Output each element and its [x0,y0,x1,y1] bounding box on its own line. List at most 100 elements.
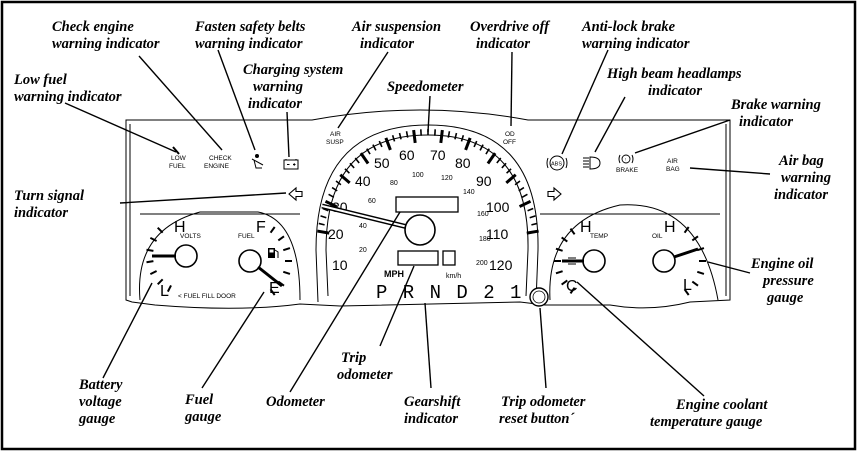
svg-text:indicator: indicator [774,187,828,203]
svg-text:Air suspension: Air suspension [351,19,441,35]
svg-text:Air bag: Air bag [778,153,824,169]
kmh-tick-label: 100 [412,172,424,179]
kmh-tick-label: 120 [441,175,453,182]
battery-gauge-hub [174,244,198,268]
fuel-full-letter: F [256,219,266,236]
kmh-label: km/h [446,273,461,280]
svg-text:High beam headlamps: High beam headlamps [606,66,742,82]
leader-lines [64,49,771,397]
gauge-tick [166,284,172,293]
speedo-tick [486,152,497,165]
callout-turn-signal: Turn signal indicator [14,188,84,221]
fuel-label: FUEL [238,233,255,240]
svg-text:indicator: indicator [739,114,793,130]
speedo-tick [328,193,335,198]
seatbelt-icon [251,154,264,169]
left-gauge-bezel [139,211,301,301]
speedo-tick [514,180,521,186]
right-gauge-ticks [554,226,706,296]
gauge-tick [149,236,158,242]
speedo-tick [526,229,539,235]
od-off-light-line2: OFF [503,139,516,146]
svg-text:Battery: Battery [78,377,123,393]
speedo-tick [372,144,377,151]
svg-text:Gearshift: Gearshift [404,394,461,410]
gauge-tick [555,247,563,252]
svg-text:Turn signal: Turn signal [14,188,84,204]
mph-tick-label: 50 [374,155,390,171]
svg-text:warning indicator: warning indicator [582,36,690,52]
temp-gauge-hub [582,249,606,273]
speedo-tick [318,222,325,226]
speedo-tick [384,137,392,151]
kmh-tick-label: 60 [368,198,376,205]
mph-label: MPH [384,269,404,279]
fuel-gauge-hub [238,249,262,273]
speedo-tick [335,180,342,186]
speedo-tick [398,132,402,140]
battery-high-letter: H [174,219,186,236]
mph-tick-label: 10 [332,257,348,273]
speedo-tick [518,199,532,208]
speedo-tick [344,168,350,174]
oil-gauge-hub [652,249,676,273]
callout-check-engine: Check engine warning indicator [52,19,160,52]
speedometer-ticks [317,129,539,235]
abs-label: ABS [551,162,562,168]
svg-text:Charging system: Charging system [243,62,343,78]
check-engine-light-line1: CHECK [209,155,232,162]
gauge-tick [269,288,276,296]
air-bag-light-line1: AIR [667,158,678,165]
right-gauge-bezel [549,204,719,301]
brake-light-label: BRAKE [616,167,639,174]
gauge-tick [282,247,291,252]
speedo-tick [454,132,458,140]
svg-text:warning: warning [253,79,303,95]
svg-text:!: ! [625,157,626,162]
gauge-tick [569,228,576,235]
gearshift-sequence: P R N D 2 1 [376,282,523,304]
svg-text:gauge: gauge [766,290,804,306]
callout-air-suspension: Air suspension indicator [351,19,441,52]
svg-text:Check engine: Check engine [52,19,134,35]
mph-tick-label: 110 [486,226,509,242]
svg-text:Low fuel: Low fuel [13,72,67,88]
mph-tick-label: 20 [328,226,344,242]
svg-text:Trip odometer: Trip odometer [501,394,586,410]
callout-fuel-gauge: Fuel gauge [184,392,222,425]
speedo-tick [485,148,490,155]
speedo-tick [496,157,502,164]
speedo-tick [391,134,396,142]
air-bag-light-line2: BAG [666,166,680,173]
gauge-tick [696,247,705,252]
gauge-tick [561,236,568,243]
volts-label: VOLTS [180,233,201,240]
svg-text:gauge: gauge [78,411,116,427]
cluster-bezel [125,109,731,309]
svg-text:gauge: gauge [184,409,222,425]
svg-text:Overdrive off: Overdrive off [470,19,551,35]
svg-text:indicator: indicator [476,36,530,52]
callout-trip-odometer: Trip odometer [337,350,393,383]
svg-text:warning indicator: warning indicator [14,89,122,105]
kmh-tick-label: 200 [476,260,488,267]
speedo-tick [317,229,330,235]
oil-high-letter: H [664,219,676,236]
turn-left-arrow-icon [288,186,303,202]
svg-text:indicator: indicator [404,411,458,427]
gauge-tick [683,288,690,296]
speedo-tick [479,144,484,151]
callout-seat-belts: Fasten safety belts warning indicator [194,19,306,52]
mph-tick-label: 70 [430,147,446,163]
speedo-tick [501,162,507,169]
speedo-tick [349,162,355,169]
odometer-display [395,196,459,213]
svg-text:odometer: odometer [337,367,393,383]
callout-speedometer: Speedometer [387,79,464,95]
kmh-tick-label: 20 [359,247,367,254]
speedo-tick [366,148,371,155]
gauge-tick [277,235,285,242]
svg-text:temperature gauge: temperature gauge [650,414,763,430]
